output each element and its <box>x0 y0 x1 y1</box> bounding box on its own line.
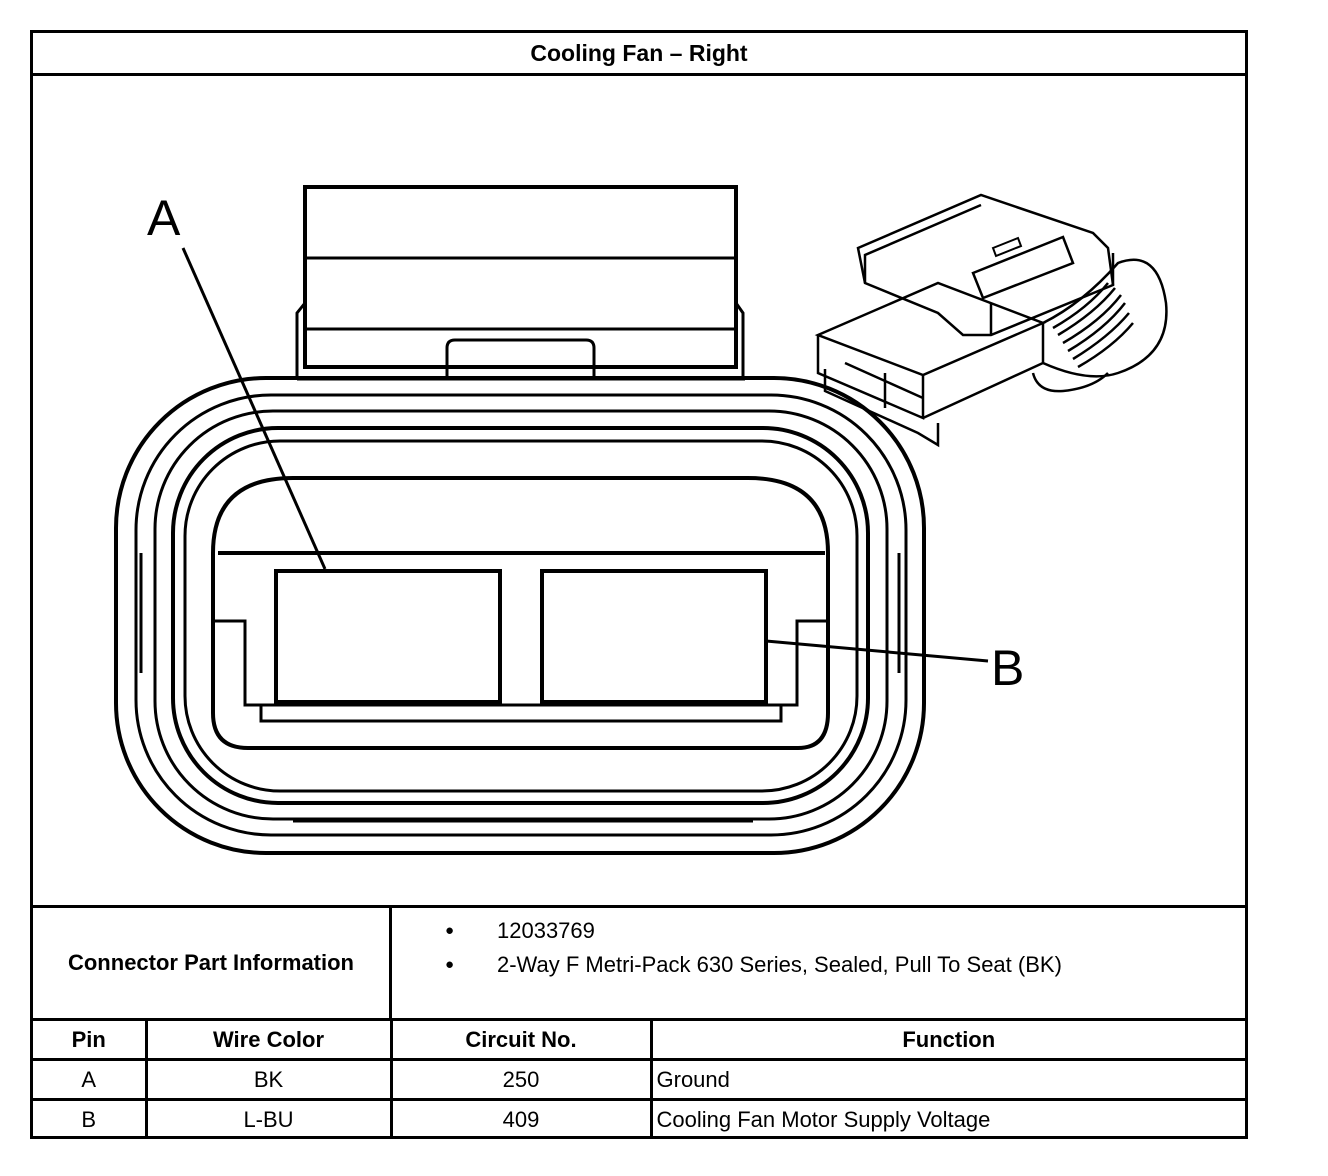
header-pin: Pin <box>33 1021 148 1060</box>
pin-table: Pin Wire Color Circuit No. Function A BK… <box>33 1021 1245 1138</box>
callout-b-label: B <box>991 640 1024 696</box>
pin-table-header: Pin Wire Color Circuit No. Function <box>33 1021 1245 1060</box>
header-wire-color: Wire Color <box>146 1021 393 1060</box>
connector-part-info-label: Connector Part Information <box>33 908 392 1018</box>
connector-diagram: A B <box>114 185 1168 855</box>
part-description: 2-Way F Metri-Pack 630 Series, Sealed, P… <box>391 948 1062 982</box>
callout-leaders <box>181 247 989 663</box>
callout-a-label: A <box>147 190 181 246</box>
connector-body <box>114 376 926 855</box>
connector-part-info-list: 12033769 2-Way F Metri-Pack 630 Series, … <box>391 914 1062 982</box>
wire-color-cell: L-BU <box>146 1098 393 1138</box>
circuit-no-cell: 409 <box>391 1098 653 1138</box>
connector-part-information: Connector Part Information 12033769 2-Wa… <box>33 905 1245 1021</box>
header-function: Function <box>902 1026 996 1052</box>
connector-sheet: Cooling Fan – Right <box>30 30 1248 1139</box>
connector-latch <box>295 185 745 381</box>
terminal-b <box>540 569 768 704</box>
header-circuit-no: Circuit No. <box>391 1021 653 1060</box>
sheet-title: Cooling Fan – Right <box>33 33 1245 76</box>
pin-cell: A <box>33 1058 148 1100</box>
terminal-a <box>274 569 502 704</box>
wire-color-cell: BK <box>146 1058 393 1100</box>
part-number: 12033769 <box>391 914 1062 948</box>
table-row: A BK 250 Ground <box>33 1058 1245 1100</box>
function-cell: Ground <box>651 1058 1245 1100</box>
table-row: B L-BU 409 Cooling Fan Motor Supply Volt… <box>33 1098 1245 1138</box>
pin-cell: B <box>33 1098 148 1138</box>
connector-isometric-view <box>814 193 1168 448</box>
circuit-no-cell: 250 <box>391 1058 653 1100</box>
function-cell: Cooling Fan Motor Supply Voltage <box>651 1098 1245 1138</box>
